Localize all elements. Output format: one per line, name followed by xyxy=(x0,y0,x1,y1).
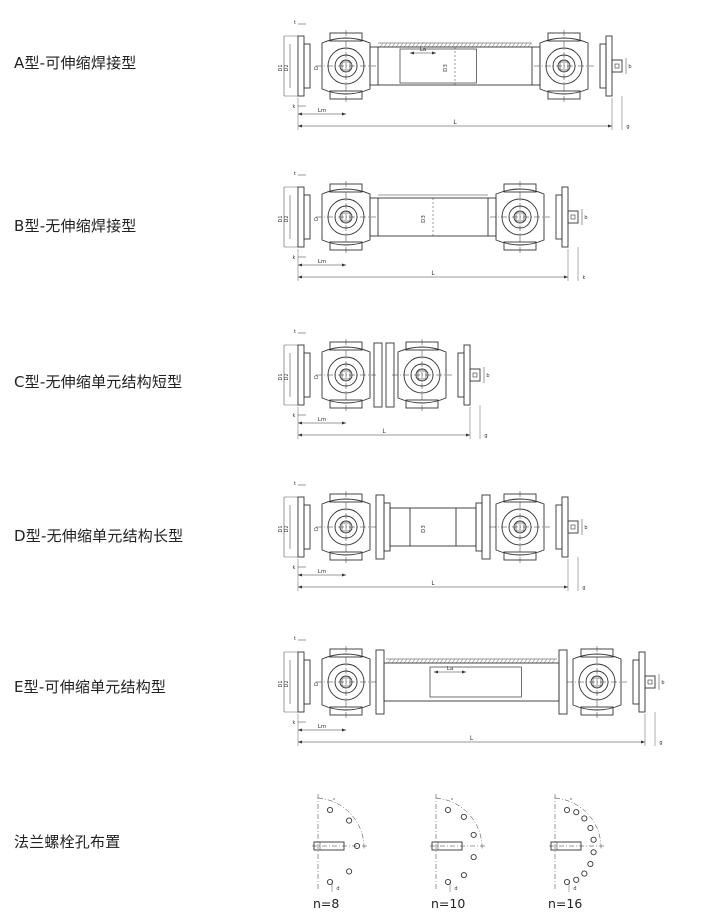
bolt-angle-n8: ° xyxy=(333,798,336,804)
dim-b-a: b xyxy=(628,64,631,70)
dim-lm-a: Lm xyxy=(318,108,326,114)
dim-k-c: k xyxy=(293,413,296,419)
dim-d3-b: D3 xyxy=(421,215,427,223)
dim-d3-a: D3 xyxy=(443,64,449,72)
dim-t-d: t xyxy=(294,481,296,487)
bolt-d-n10: d xyxy=(454,886,457,892)
bolt-pattern-n8-label: n=8 xyxy=(313,896,340,911)
dim-t-a: t xyxy=(294,20,296,26)
bolt-angle-n10: ° xyxy=(451,798,454,804)
dim-d3-d: D3 xyxy=(421,525,427,533)
dim-la-a: La xyxy=(420,47,426,53)
dim-d-a: D xyxy=(314,66,320,70)
dim-d2-e: D2 xyxy=(284,680,290,687)
dim-l-c: L xyxy=(382,428,386,435)
bolt-layout-label: 法兰螺栓孔布置 xyxy=(14,833,121,851)
dim-k-a: k xyxy=(293,104,296,110)
bolt-pattern-n10-label: n=10 xyxy=(431,896,466,911)
dim-l-e: L xyxy=(470,735,474,742)
dim-b-e: b xyxy=(661,680,664,686)
dim-right-d: g xyxy=(582,585,585,591)
dim-d1-b: D1 xyxy=(278,215,284,222)
dim-t-e: t xyxy=(294,636,296,642)
dim-d1-a: D1 xyxy=(278,64,284,71)
bolt-pattern-n10: °d xyxy=(430,794,486,892)
dim-d-e: D xyxy=(314,682,320,686)
dim-d2-c: D2 xyxy=(284,373,290,380)
dim-l-d: L xyxy=(431,580,435,587)
dim-d1-d: D1 xyxy=(278,525,284,532)
dim-lm-b: Lm xyxy=(318,259,326,265)
bolt-d-n16: d xyxy=(573,886,576,892)
dim-right-b: k xyxy=(583,275,586,281)
type-d-label: D型-无伸缩单元结构长型 xyxy=(14,527,184,545)
bolt-pattern-n16-label: n=16 xyxy=(548,896,583,911)
dim-la-e: La xyxy=(447,666,453,672)
dim-right-a: g xyxy=(626,124,629,130)
type-c-label: C型-无伸缩单元结构短型 xyxy=(14,373,183,391)
bolt-pattern-n8: °d xyxy=(312,794,368,892)
dim-d-b: D xyxy=(314,217,320,221)
dim-lm-e: Lm xyxy=(318,724,326,730)
dim-k-b: k xyxy=(293,255,296,261)
dim-k-d: k xyxy=(293,565,296,571)
dim-l-b: L xyxy=(431,270,435,277)
dim-b-d: b xyxy=(584,525,587,531)
dim-d1-e: D1 xyxy=(278,680,284,687)
dim-b-b: b xyxy=(584,215,587,221)
dim-d-d: D xyxy=(314,527,320,531)
dim-right-c: g xyxy=(484,433,487,439)
dim-d-c: D xyxy=(314,375,320,379)
dim-d1-c: D1 xyxy=(278,373,284,380)
dim-right-e: g xyxy=(659,740,662,746)
dim-d2-d: D2 xyxy=(284,525,290,532)
type-e-label: E型-可伸缩单元结构型 xyxy=(14,678,167,696)
dim-t-b: t xyxy=(294,171,296,177)
dim-d2-b: D2 xyxy=(284,215,290,222)
dim-d2-a: D2 xyxy=(284,64,290,71)
dim-lm-c: Lm xyxy=(318,417,326,423)
dim-t-c: t xyxy=(294,329,296,335)
type-b-label: B型-无伸缩焊接型 xyxy=(14,217,137,235)
type-a-label: A型-可伸缩焊接型 xyxy=(14,54,137,72)
dim-l-a: L xyxy=(453,119,457,126)
bolt-d-n8: d xyxy=(336,886,339,892)
bolt-pattern-n16: °d xyxy=(549,794,605,892)
dim-k-e: k xyxy=(293,720,296,726)
bolt-angle-n16: ° xyxy=(570,798,573,804)
dim-lm-d: Lm xyxy=(318,569,326,575)
dim-b-c: b xyxy=(486,373,489,379)
